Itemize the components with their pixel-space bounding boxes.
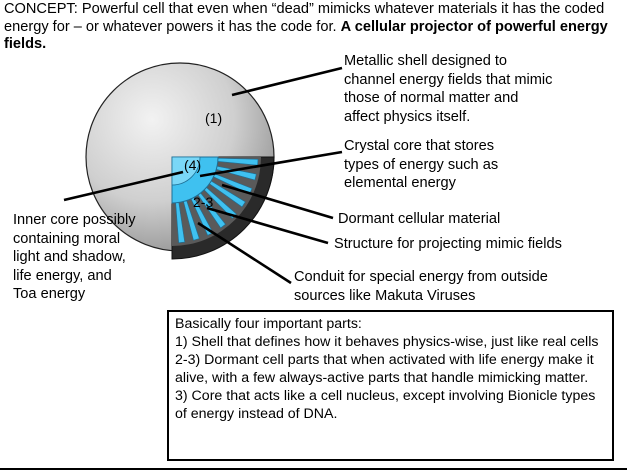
leader-inner: [63, 170, 184, 202]
label-dormant: Dormant cellular material: [338, 211, 501, 227]
bottom-divider: [0, 468, 627, 470]
leader-shell: [231, 66, 343, 97]
shell-marker: (1): [205, 110, 222, 126]
summary-item-1: 1) Shell that defines how it behaves phy…: [175, 334, 599, 350]
leader-lines: [63, 66, 343, 285]
summary-item-3: 3) Core that acts like a cell nucleus, e…: [175, 388, 596, 422]
core-marker: (4): [184, 157, 201, 173]
concept-description: CONCEPT: Powerful cell that even when “d…: [4, 1, 605, 35]
label-conduit: Conduit for special energy from outside …: [294, 269, 548, 304]
inner-core: [171, 156, 201, 186]
leader-dormant: [221, 183, 334, 220]
label-shell: Metallic shell designed to channel energ…: [344, 53, 553, 125]
summary-title: Basically four important parts:: [175, 316, 362, 332]
label-inner-core: Inner core possibly containing moral lig…: [13, 212, 136, 302]
summary-box: Basically four important parts: 1) Shell…: [167, 310, 614, 461]
leader-conduit: [197, 221, 292, 285]
label-structure: Structure for projecting mimic fields: [334, 236, 562, 252]
leader-crystal: [199, 150, 343, 178]
projection-structure: [175, 157, 259, 244]
label-crystal: Crystal core that stores types of energy…: [344, 138, 499, 191]
concept-headline: A cellular projector of powerful energy …: [4, 18, 608, 53]
concept-text: CONCEPT: Powerful cell that even when “d…: [4, 1, 624, 54]
leader-structure: [206, 206, 329, 245]
summary-item-2: 2-3) Dormant cell parts that when activa…: [175, 352, 594, 386]
middle-marker: 2-3: [193, 194, 213, 210]
cutaway-quadrant: [171, 156, 275, 260]
